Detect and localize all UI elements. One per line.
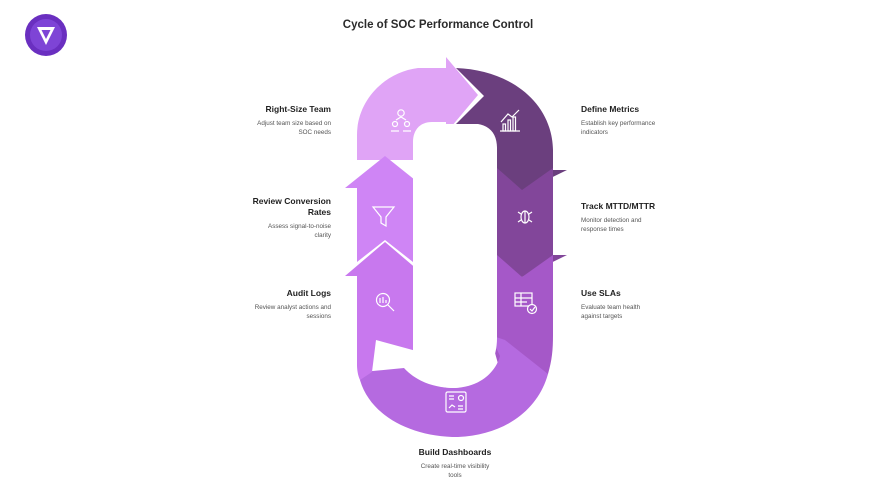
- build-dashboards-title: Build Dashboards: [418, 447, 492, 457]
- label-review-conversion: Review Conversion Rates Assess signal-to…: [181, 196, 331, 240]
- segment-audit-logs-head: [345, 242, 425, 330]
- magnifier-icon: [375, 292, 395, 312]
- track-mttd-title: Track MTTD/MTTR: [581, 201, 656, 211]
- track-mttd-desc: Monitor detection and response times: [581, 217, 642, 233]
- use-slas-desc: Evaluate team health against targets: [581, 304, 641, 320]
- segment-build-dashboards: [360, 335, 548, 437]
- right-size-desc: Adjust team size based on SOC needs: [257, 120, 331, 136]
- use-slas-title: Use SLAs: [581, 288, 621, 298]
- table-check-icon: [514, 292, 538, 315]
- label-build-dashboards: Build Dashboards Create real-time visibi…: [380, 447, 530, 480]
- team-icon: [391, 109, 411, 132]
- build-dashboards-desc: Create real-time visibility tools: [420, 463, 490, 479]
- segment-right-size: [357, 57, 478, 160]
- audit-logs-title: Audit Logs: [286, 288, 331, 298]
- bug-icon: [517, 210, 533, 224]
- segment-track-mttd: [477, 168, 567, 277]
- define-metrics-title: Define Metrics: [581, 104, 640, 114]
- review-conversion-title: Review Conversion Rates: [252, 196, 331, 217]
- funnel-icon: [371, 206, 396, 228]
- inner-gap: [413, 124, 497, 389]
- segment-define-metrics: [456, 68, 567, 192]
- label-track-mttd: Track MTTD/MTTR Monitor detection and re…: [581, 201, 731, 234]
- label-use-slas: Use SLAs Evaluate team health against ta…: [581, 288, 731, 321]
- review-conversion-desc: Assess signal-to-noise clarity: [268, 223, 331, 239]
- bar-chart-icon: [500, 109, 520, 132]
- audit-logs-desc: Review analyst actions and sessions: [254, 304, 331, 320]
- label-audit-logs: Audit Logs Review analyst actions and se…: [181, 288, 331, 321]
- segment-review-conversion: [345, 156, 425, 262]
- right-size-title: Right-Size Team: [265, 104, 332, 114]
- label-define-metrics: Define Metrics Establish key performance…: [581, 104, 731, 137]
- define-metrics-desc: Establish key performance indicators: [581, 120, 656, 136]
- label-right-size: Right-Size Team Adjust team size based o…: [181, 104, 331, 137]
- diagram-title: Cycle of SOC Performance Control: [342, 19, 534, 31]
- dashboard-icon: [445, 391, 467, 413]
- brand-logo: [24, 13, 68, 57]
